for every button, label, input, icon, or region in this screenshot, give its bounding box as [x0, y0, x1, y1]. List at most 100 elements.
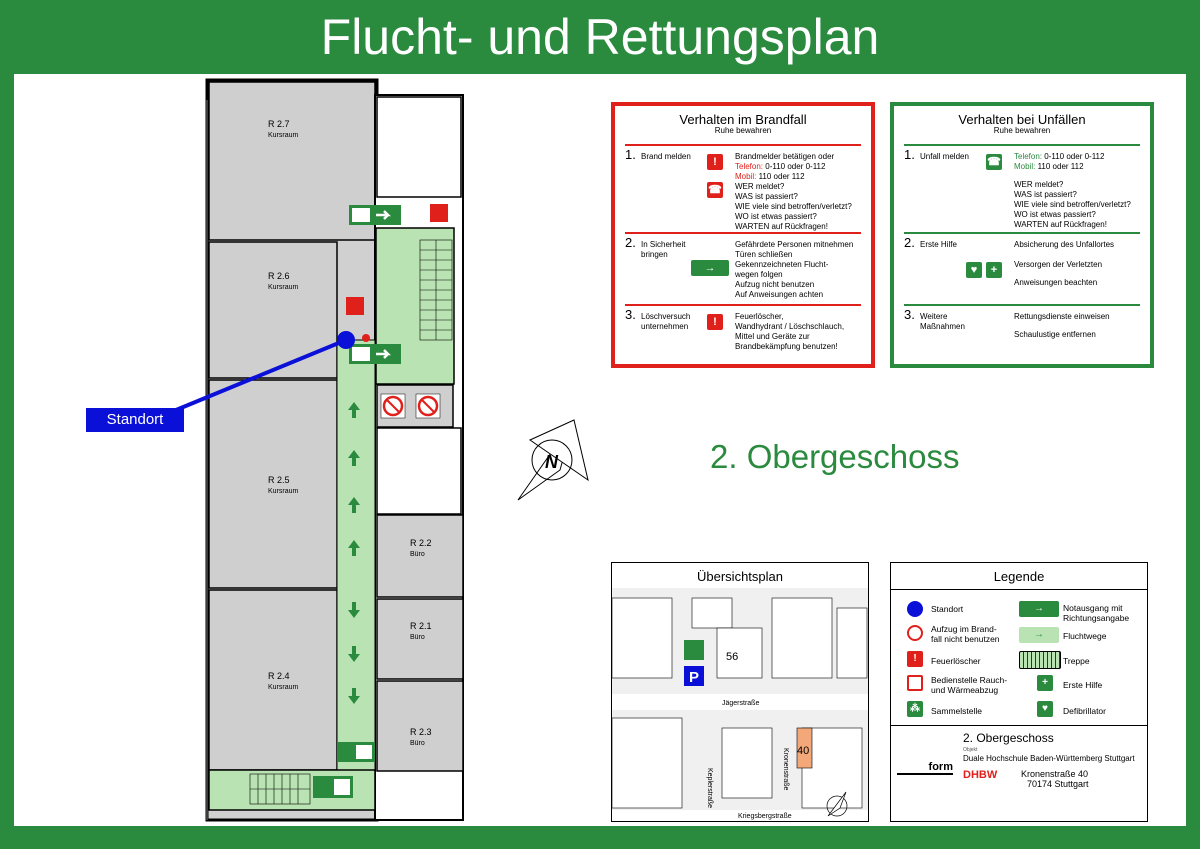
room-r24-use: Kursraum: [268, 684, 299, 691]
assembly-point-icon: ⁂: [907, 701, 923, 717]
overview-parking: P: [689, 669, 699, 686]
first-aid-icon: +: [1037, 675, 1053, 691]
no-elevator-icon: [380, 393, 441, 419]
fire-step-2: 2. In Sicherheit bringen → Gefährdete Pe…: [625, 235, 854, 299]
fire-extinguisher-icon: !: [907, 651, 923, 667]
firm-logo: form: [897, 743, 953, 775]
standort-marker: [337, 331, 355, 349]
accident-step-2: 2. Erste Hilfe ♥ + Absicherung des Unfal…: [904, 235, 1115, 287]
fire-box-subtitle: Ruhe bewahren: [714, 126, 772, 135]
first-aid-icon: +: [986, 262, 1002, 278]
overview-map: P 56 40 Jägerstraße Keplerstraße Kronens…: [612, 588, 868, 820]
fire-extinguisher-icon: [346, 297, 364, 315]
legend-sammel: Sammelstelle: [931, 706, 983, 716]
fire-step-3: 3. Löschversuch unternehmen ! Feuerlösch…: [625, 307, 845, 351]
defibrillator-icon: ♥: [966, 262, 982, 278]
phone-icon: ☎: [986, 154, 1002, 170]
legend-fluchtwege: Fluchtwege: [1063, 631, 1107, 641]
corridor-arrows-up: [348, 402, 360, 556]
plan-title: Flucht- und Rettungsplan: [320, 9, 880, 65]
room-r23: [376, 680, 464, 772]
phone-icon: ☎: [707, 182, 723, 198]
exit-icon: →: [691, 260, 729, 276]
no-elevator-icon: [907, 625, 923, 641]
floor-label: 2. Obergeschoss: [710, 438, 960, 475]
exit-sign-corridor: [349, 344, 401, 364]
legend-treppe: Treppe: [1063, 656, 1090, 666]
standort-pointer-line: [175, 338, 347, 412]
legend-aufzug: Aufzug im Brand- fall nicht benutzen: [931, 624, 1000, 644]
fire-step-1: 1. Brand melden ! ☎ Brandmelder betätige…: [625, 147, 852, 231]
room-r21-use: Büro: [410, 634, 425, 641]
accident-box-title: Verhalten bei Unfällen: [958, 112, 1086, 127]
stairs-icon: [1019, 651, 1061, 669]
room-r24-id: R 2.4: [268, 671, 290, 681]
accident-instructions-box: Verhalten bei Unfällen Ruhe bewahren 1. …: [890, 102, 1154, 368]
legend-standort: Standort: [931, 604, 964, 614]
room-r25: [208, 379, 338, 589]
legend-notausgang: Notausgang mit Richtungsangabe: [1063, 603, 1130, 623]
fire-instructions-box: Verhalten im Brandfall Ruhe bewahren 1. …: [611, 102, 875, 368]
emergency-exit-icon: →: [1019, 601, 1059, 617]
fire-extinguisher-icon: !: [707, 314, 723, 330]
overview-street-kronen: Kronenstraße: [782, 748, 789, 791]
legend-title: Legende: [891, 563, 1147, 590]
legend-box: Legende Standort Aufzug im Brand- fall n…: [890, 562, 1148, 822]
overview-number-40: 40: [797, 745, 809, 757]
stairs-main: [419, 239, 453, 341]
escape-route-icon: →: [1019, 627, 1059, 643]
legend-info-divider: [891, 725, 1147, 726]
red-marker: [362, 334, 370, 342]
room-r26: [208, 241, 338, 379]
address-line-2: 70174 Stuttgart: [1027, 779, 1089, 789]
object-name: Duale Hochschule Baden-Württemberg Stutt…: [963, 754, 1135, 763]
defibrillator-icon: ♥: [1037, 701, 1053, 717]
room-r24: [208, 589, 338, 771]
accident-step-3: 3. Weitere Maßnahmen Rettungsdienste ein…: [904, 307, 1110, 339]
room-r21-id: R 2.1: [410, 621, 432, 631]
fire-extinguisher-icon: [430, 204, 448, 222]
room-r23-id: R 2.3: [410, 727, 432, 737]
room-r21: [376, 598, 464, 680]
firm-logo-text: form: [928, 761, 953, 773]
wc-block-mid: [376, 427, 462, 515]
overview-number-56: 56: [726, 651, 738, 663]
legend-feuer: Feuerlöscher: [931, 656, 981, 666]
address-line-1: Kronenstraße 40: [1021, 769, 1089, 779]
accident-box-subtitle: Ruhe bewahren: [993, 126, 1051, 135]
overview-street-jaeger: Jägerstraße: [722, 700, 759, 707]
legend-erstehilfe: Erste Hilfe: [1063, 680, 1103, 690]
overview-street-kepler: Keplerstraße: [706, 768, 713, 808]
standort-icon: [907, 601, 923, 617]
room-r25-id: R 2.5: [268, 475, 290, 485]
room-r25-use: Kursraum: [268, 488, 299, 495]
exit-sign-stair: [313, 776, 353, 798]
legend-floor: 2. Obergeschoss: [963, 731, 1054, 745]
overview-north-icon: [826, 791, 848, 817]
fire-box-title: Verhalten im Brandfall: [679, 112, 807, 127]
exit-sign-bottom: [337, 742, 375, 762]
smoke-vent-icon: [907, 675, 923, 691]
room-r22-id: R 2.2: [410, 538, 432, 548]
room-r27-id: R 2.7: [268, 119, 290, 129]
exit-sign-upper: [349, 205, 401, 225]
room-r22-use: Büro: [410, 551, 425, 558]
north-label: N: [545, 452, 559, 472]
object-label: Objekt: [963, 747, 978, 753]
stairs-bottom: [249, 773, 311, 805]
overview-street-kriegsberg: Kriegsbergstraße: [738, 813, 792, 820]
room-r26-id: R 2.6: [268, 271, 290, 281]
accident-step-1: 1. Unfall melden ☎ Telefon: 0-110 oder 0…: [904, 147, 1131, 229]
room-r23-use: Büro: [410, 740, 425, 747]
room-r27-use: Kursraum: [268, 132, 299, 139]
dhbw-logo: DHBW: [963, 769, 998, 781]
north-arrow-icon: N: [517, 419, 589, 501]
overview-title: Übersichtsplan: [612, 563, 868, 590]
corridor-arrows-down: [348, 602, 360, 704]
fire-alarm-icon: !: [707, 154, 723, 170]
room-r26-use: Kursraum: [268, 284, 299, 291]
legend-defi: Defibrillator: [1063, 706, 1106, 716]
room-r22: [376, 514, 464, 598]
wc-block-top: [376, 96, 462, 198]
